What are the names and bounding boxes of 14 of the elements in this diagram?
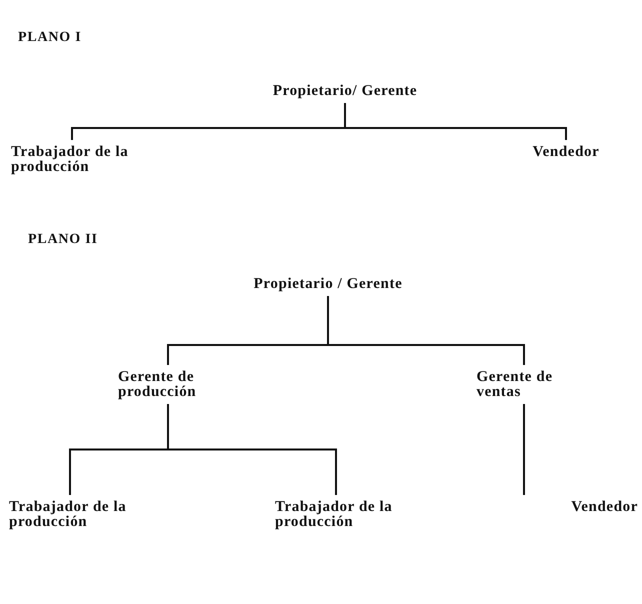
org-position-label: Vendedor (570, 500, 638, 515)
org-position-label: Trabajador de la producción (9, 500, 128, 530)
connector-line (327, 296, 525, 365)
org-position-label: Trabajador de la producción (275, 500, 394, 530)
org-position-label: Gerente de ventas (476, 370, 554, 400)
connector-line (523, 404, 525, 495)
connector-line (344, 103, 567, 140)
org-position-label: Propietario / Gerente (252, 277, 404, 292)
org-position-label: Trabajador de la producción (11, 145, 130, 175)
org-position-label: Propietario/ Gerente (272, 84, 418, 99)
chart-heading: PLANO I (18, 30, 82, 46)
org-position-label: Vendedor (532, 145, 600, 160)
chart-heading: PLANO II (28, 232, 98, 248)
org-position-label: Gerente de producción (118, 370, 198, 400)
